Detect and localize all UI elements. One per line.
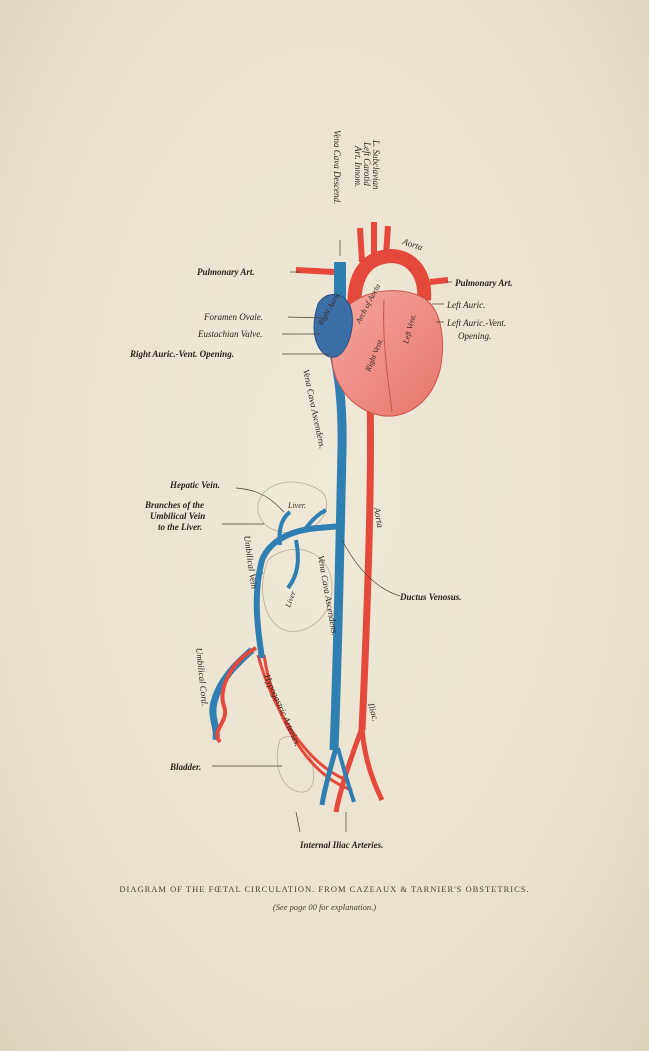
vena-cava-ascendens (332, 345, 342, 750)
pulmonary-artery-right (430, 280, 448, 282)
label-left-auric-vent-opening-1: Left Auric.-Vent. (446, 318, 506, 328)
label-vena-cava-descend: Vena Cava Descend. (332, 130, 342, 204)
label-branches-3: to the Liver. (158, 522, 202, 532)
label-ductus-venosus: Ductus Venosus. (399, 592, 462, 602)
label-branches-2: Umbilical Vein (150, 511, 205, 521)
label-hepatic-vein: Hepatic Vein. (169, 480, 220, 490)
label-aorta-lower: Aorta (372, 506, 386, 529)
plate-caption: DIAGRAM OF THE FŒTAL CIRCULATION. FROM C… (0, 884, 649, 894)
label-liver-lower: Liver (283, 589, 298, 610)
left-subclavian-artery (386, 226, 388, 256)
label-bladder: Bladder. (169, 762, 201, 772)
label-foramen-ovale: Foramen Ovale. (203, 312, 263, 322)
plate-caption-note: (See page 00 for explanation.) (0, 902, 649, 912)
label-liver-upper: Liver. (287, 501, 306, 510)
leader-internal-iliac (296, 812, 346, 832)
label-pulmonary-art-right: Pulmonary Art. (455, 278, 513, 288)
label-left-auric-vent-opening-2: Opening. (458, 331, 491, 341)
label-vena-cava-ascend-upper: Vena Cava Ascendens. (301, 368, 328, 449)
label-left-auric: Left Auric. (446, 300, 485, 310)
descending-aorta (362, 395, 371, 730)
label-aorta-top: Aorta (400, 236, 424, 252)
pulmonary-artery-left (296, 270, 334, 272)
label-right-auric-vent-opening: Right Auric.-Vent. Opening. (129, 349, 234, 359)
right-iliac-artery (336, 728, 362, 812)
label-branches-1: Branches of the (144, 500, 204, 510)
leader-hepatic-vein (236, 488, 284, 512)
left-iliac-artery (362, 728, 382, 800)
label-art-innom: Art. Innom. (353, 145, 363, 187)
liver-vein-branch-1 (279, 512, 290, 545)
label-umbilical-cord: Umbilical Cord. (194, 647, 210, 706)
umbilical-cord-artery (217, 648, 256, 742)
label-iliac: Iliac. (366, 701, 381, 723)
label-hypogastric-arteries: Hypogastric Arteries. (262, 672, 303, 748)
liver-vein-branch-2 (288, 540, 298, 588)
label-eustachian-valve: Eustachian Valve. (197, 329, 263, 339)
label-internal-iliac-arteries: Internal Iliac Arteries. (299, 840, 383, 850)
innominate-artery (360, 228, 362, 262)
label-umbilical-vein: Umbilical Vein (242, 535, 259, 590)
iliac-vein-left (322, 748, 336, 805)
label-pulmonary-art-left: Pulmonary Art. (197, 267, 255, 277)
